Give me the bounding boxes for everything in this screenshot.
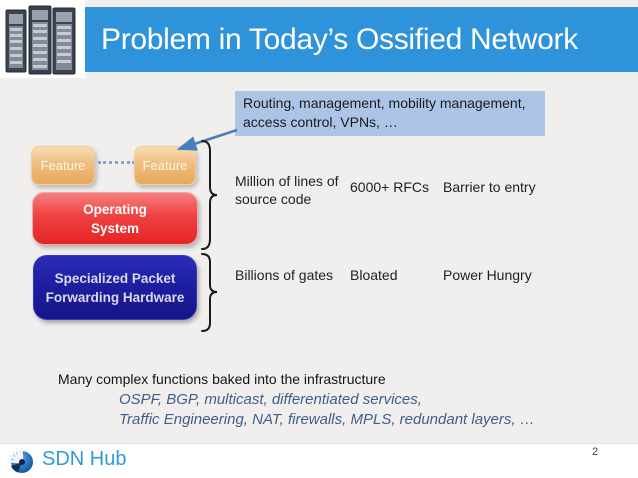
annotation-rfcs: 6000+ RFCs xyxy=(350,179,429,195)
slide-title: Problem in Today’s Ossified Network xyxy=(101,23,578,56)
dotted-connector xyxy=(98,161,135,164)
page-number: 2 xyxy=(591,446,599,458)
curly-brace-icon xyxy=(201,140,218,250)
curly-brace-icon xyxy=(201,253,218,332)
hardware-box: Specialized Packet Forwarding Hardware xyxy=(33,255,197,320)
operating-system-box: Operating System xyxy=(32,192,198,245)
brand-name: SDN Hub xyxy=(42,448,127,470)
feature-box-1: Feature xyxy=(31,146,95,185)
annotation-gates: Billions of gates xyxy=(235,267,334,283)
feature-box-2: Feature xyxy=(134,146,196,185)
annotation-barrier: Barrier to entry xyxy=(443,179,536,195)
callout-box: Routing, management, mobility management… xyxy=(235,91,545,136)
bottom-heading: Many complex functions baked into the in… xyxy=(58,371,386,387)
examples-line-2: Traffic Engineering, NAT, firewalls, MPL… xyxy=(119,410,535,428)
header-bar: Problem in Today’s Ossified Network xyxy=(85,7,638,72)
annotation-bloated: Bloated xyxy=(350,267,398,283)
feature-label: Feature xyxy=(40,158,86,173)
footer-bar xyxy=(0,443,638,478)
annotation-million-lines: Million of lines of source code xyxy=(235,173,339,207)
bottom-examples: OSPF, BGP, multicast, differentiated ser… xyxy=(119,390,535,429)
examples-line-1: OSPF, BGP, multicast, differentiated ser… xyxy=(119,391,422,408)
hardware-label: Specialized Packet Forwarding Hardware xyxy=(45,270,185,305)
server-racks-image xyxy=(0,0,85,78)
feature-label: Feature xyxy=(142,158,188,173)
operating-system-label: Operating System xyxy=(83,201,147,236)
callout-text: Routing, management, mobility management… xyxy=(243,95,526,130)
sdnhub-pinwheel-logo-icon xyxy=(7,446,36,475)
annotation-power: Power Hungry xyxy=(443,267,532,283)
